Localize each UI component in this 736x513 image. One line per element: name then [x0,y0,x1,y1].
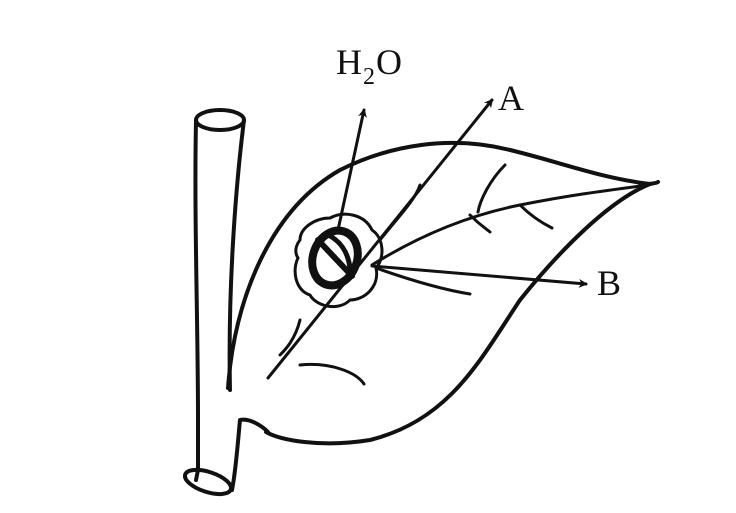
leaf-outline [226,141,660,446]
stem [182,108,270,497]
label-h2o-subscript: 2 [363,64,375,90]
arrow-b [370,264,588,288]
arrow-a [266,98,494,380]
leaf-spot [293,212,384,309]
label-b: B [597,263,622,303]
label-a: A [498,78,524,118]
label-h2o: H2O [336,42,402,89]
arrow-h2o [336,108,367,232]
label-h2o-h: H [336,42,362,82]
arrows [266,98,588,380]
label-h2o-o: O [376,42,402,82]
